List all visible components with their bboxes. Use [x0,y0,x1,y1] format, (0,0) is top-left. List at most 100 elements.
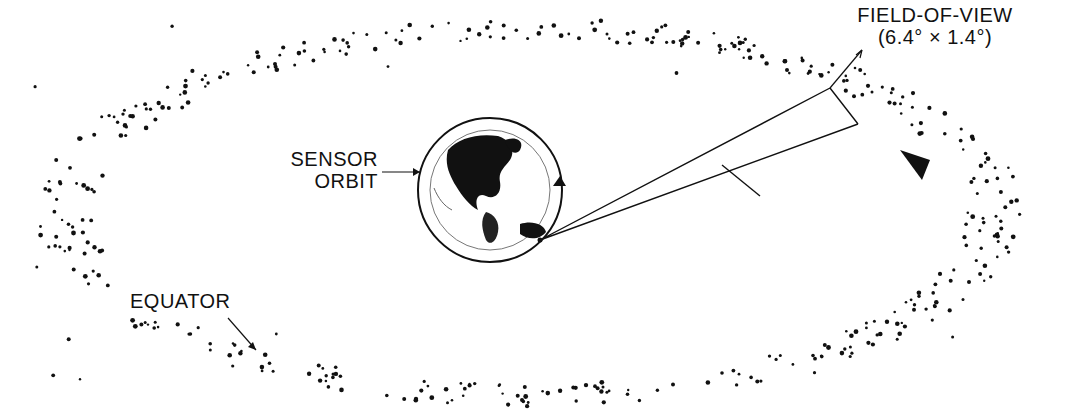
satellite-dot [891,87,895,91]
satellite-dot [477,32,481,36]
satellite-dot [671,383,675,387]
satellite-dot [77,136,82,141]
leader-line [228,318,256,350]
field-of-view [540,88,858,240]
satellite-dot [515,28,519,32]
satellite-dot [58,245,61,248]
satellite-dot [735,383,738,386]
satellite-dot [552,23,557,28]
satellite-dot [502,36,506,40]
satellite-dot [871,91,874,94]
satellite-dot [696,41,700,45]
satellite-dot [407,23,412,28]
satellite-dot [256,54,261,59]
satellite-dot [154,321,157,324]
satellite-dot [238,351,242,355]
satellite-dot [713,32,716,35]
satellite-dot [996,256,999,259]
satellite-dot [157,326,160,329]
satellite-dot [873,320,876,323]
satellite-dot [423,380,426,383]
satellite-dot [67,223,71,227]
satellite-dot [819,73,824,78]
satellite-dot [599,389,603,393]
satellite-dot [417,36,421,40]
satellite-dot [153,117,157,121]
satellite-dot [706,380,711,385]
satellite-dot [325,380,328,383]
satellite-dot [927,106,931,110]
fov-section [722,165,760,196]
satellite-dot [967,280,971,284]
satellite-dot [982,217,985,220]
satellite-dot [83,252,87,256]
continent [505,138,521,152]
satellite-dot [1003,205,1007,209]
satellite-dot [599,380,604,385]
satellite-dot [124,134,127,137]
satellite-dot [92,133,96,137]
satellite-dot [975,259,978,262]
satellite-dot [53,210,57,214]
satellite-dot [808,70,812,74]
satellite-dot [394,39,397,42]
leader-arrow [413,168,420,176]
satellite-dot [962,235,966,239]
satellite-dot [615,40,619,44]
satellite-dot [341,38,345,42]
satellite-dot [144,321,147,324]
satellite-dot [68,166,72,170]
satellite-dot [626,392,630,396]
satellite-dot [602,385,605,388]
satellite-dot [917,295,920,298]
satellite-dot [980,247,983,250]
satellite-dot [964,222,968,226]
satellite-dot [571,386,575,390]
satellite-dot [81,230,85,234]
satellite-dot [792,363,795,366]
satellite-dot [275,333,278,336]
satellite-dot [1018,213,1021,216]
satellite-dot [297,51,302,56]
satellite-dot [917,290,922,295]
satellite-dot [995,234,1000,239]
satellite-dot [951,335,954,338]
satellite-dot [890,91,893,94]
satellite-dot [345,41,349,45]
satellite-dot [900,112,903,115]
satellite-dot [910,298,913,301]
satellite-dot [983,263,988,268]
satellite-dot [106,284,110,288]
satellite-dot [247,64,249,66]
satellite-dot [865,327,868,330]
satellite-dot [878,332,883,337]
satellite-dot [92,245,96,249]
satellite-dot [924,307,927,310]
satellite-dot [827,71,829,73]
satellite-dot [134,104,137,107]
satellite-dot [261,370,264,373]
satellite-dot [401,29,404,32]
satellite-dot [365,33,368,36]
satellite-dot [71,231,76,236]
satellite-dot [952,268,955,271]
satellite-dot [976,192,979,195]
satellite-dot [720,371,724,375]
satellite-dot [398,41,402,45]
satellite-dot [559,33,564,38]
satellite-dot [485,25,490,30]
satellite-dot [204,74,207,77]
satellite-dot [263,352,268,357]
satellite-dot [218,75,222,79]
target-marker [900,150,930,180]
satellite-dot [742,41,745,44]
satellite-dot [994,166,997,169]
satellite-dot [743,57,745,59]
satellite-dot [738,48,740,50]
satellite-dot [331,376,335,380]
satellite-dot [527,401,530,404]
satellite-dot [121,112,124,115]
satellite-dot [823,343,827,347]
satellite-dot [826,345,831,350]
satellite-dot [885,320,889,324]
